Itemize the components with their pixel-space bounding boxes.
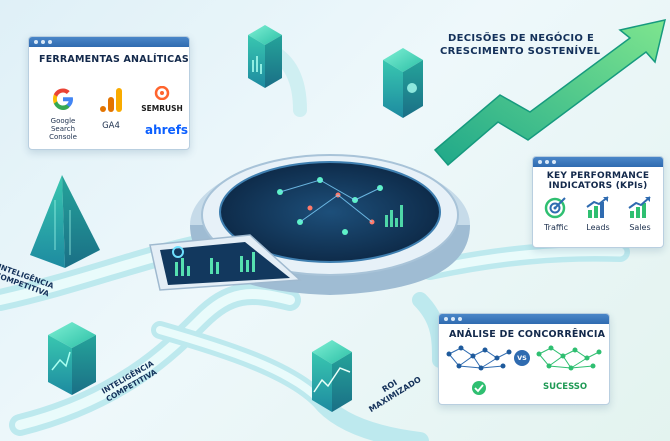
kpi-card-title-2: INDICATORS (KPIs) xyxy=(548,181,648,191)
pyramid-left xyxy=(30,175,100,268)
sales-chart-up-icon xyxy=(628,196,651,218)
success-label: SUCESSO xyxy=(543,382,588,392)
semrush-logo: SEMRUSH xyxy=(135,85,189,113)
ga4-icon xyxy=(100,88,122,112)
google-label-2: Search xyxy=(50,125,76,133)
semrush-label: SEMRUSH xyxy=(141,104,183,113)
ga4-logo: GA4 xyxy=(91,85,131,131)
kpi-card-titlebar xyxy=(533,157,663,167)
competition-card: ANÁLISE DE CONCORRÊNCIA VS SUCESSO xyxy=(438,313,610,405)
central-dashboard-platform xyxy=(149,154,470,295)
headline-line-2: CRESCIMENTO SOSTENÍVEL xyxy=(440,46,601,57)
ga4-label: GA4 xyxy=(102,121,120,131)
semrush-icon xyxy=(154,85,170,101)
bar-chart-up-icon xyxy=(586,196,609,218)
target-icon xyxy=(544,197,566,219)
vs-badge xyxy=(514,350,530,366)
network-graphs xyxy=(446,345,602,395)
cube-bottom-left xyxy=(48,322,96,395)
google-icon xyxy=(53,88,73,110)
headline: DECISÕES DE NEGÓCIO E CRESCIMENTO SOSTEN… xyxy=(440,32,600,58)
cube-roi xyxy=(312,340,352,412)
google-search-console-logo: Google Search Console xyxy=(41,85,85,141)
kpi-item-sales-label: Sales xyxy=(629,223,651,232)
competition-card-title: ANÁLISE DE CONCORRÊNCIA xyxy=(449,329,606,340)
check-icon xyxy=(472,381,486,395)
competition-card-titlebar xyxy=(439,314,609,324)
kpi-item-traffic: Traffic xyxy=(536,195,576,232)
growth-arrow xyxy=(433,19,667,167)
headline-line-1: DECISÕES DE NEGÓCIO E xyxy=(448,33,595,44)
ahrefs-logo: ahrefs xyxy=(145,123,189,137)
kpi-item-sales: Sales xyxy=(620,195,660,232)
kpi-items: Traffic Leads Sales xyxy=(533,195,663,232)
kpi-item-leads-label: Leads xyxy=(586,223,610,232)
kpi-item-leads: Leads xyxy=(578,195,618,232)
cube-top-center xyxy=(248,25,282,88)
tools-card-title: FERRAMENTAS ANALÍTICAS xyxy=(39,54,189,65)
kpi-card: KEY PERFORMANCE INDICATORS (KPIs) Traffi… xyxy=(532,156,664,248)
tools-card-titlebar xyxy=(29,37,189,47)
google-label-1: Google xyxy=(50,117,76,125)
vs-label: VS xyxy=(517,354,527,362)
kpi-item-traffic-label: Traffic xyxy=(543,223,569,232)
google-label-3: Console xyxy=(49,133,77,141)
tools-card: FERRAMENTAS ANALÍTICAS Google Search Con… xyxy=(28,36,190,150)
cube-top-right xyxy=(383,48,423,118)
kpi-card-title-1: KEY PERFORMANCE xyxy=(546,171,650,181)
